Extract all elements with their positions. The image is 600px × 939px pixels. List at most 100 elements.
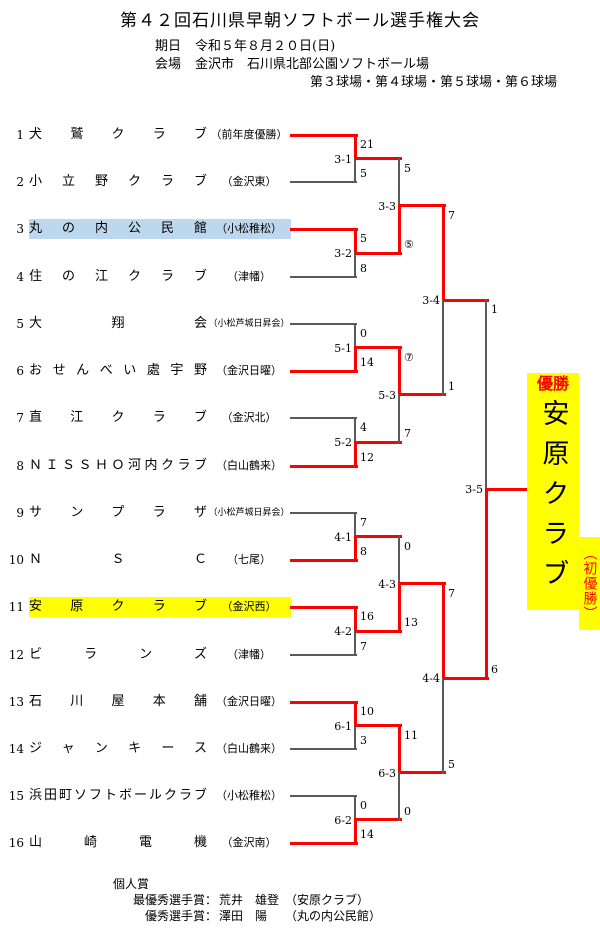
team-entry: サンプラザ（小松芦城日昇会） [29,503,291,523]
team-entry: 石川屋本舗（金沢日曜） [29,692,291,712]
bracket-line [441,204,445,302]
match-score: ⑤ [404,238,414,251]
team-district: （小松稚松） [216,789,282,802]
team-district: （金沢南） [221,836,277,849]
match-score: 1 [491,303,498,317]
match-label: 6-3 [378,766,396,780]
team-name: サンプラザ [29,505,207,520]
individual-awards: 個人賞 最優秀選手賞： 荒井 雄登 （安原クラブ） 優秀選手賞： 澤田 陽 （丸… [113,876,381,924]
match-score: 14 [360,828,374,841]
match-score: 5 [404,161,411,175]
bracket-line [290,748,357,750]
bracket-line [397,582,401,633]
bracket-line [355,440,402,444]
bracket-line [290,605,358,609]
team-name: 住の江クラブ [29,269,207,284]
page-title: 第４２回石川県早朝ソフトボール選手権大会 [120,11,480,31]
venue-fields: 第３球場・第４球場・第５球場・第６球場 [310,75,558,90]
team-district: （小松稚松） [216,222,282,235]
team-district: （七尾） [227,553,271,566]
match-score: 1 [448,379,455,393]
bracket-line [355,251,402,255]
match-label: 4-2 [334,625,352,638]
match-label: 3-4 [422,294,440,308]
award-player: 荒井 雄登 [219,893,280,907]
match-score: 4 [360,421,367,434]
bracket-line [398,157,400,207]
team-district: （小松芦城日昇会） [208,508,290,518]
date-label: 期日 [155,39,182,54]
bracket-line [398,393,400,443]
bracket-line [290,512,357,514]
match-label: 4-1 [334,530,352,544]
team-row: 2 小立野クラブ（金沢東） [4,172,296,192]
match-score: 21 [360,138,374,151]
award-label: 最優秀選手賞： [132,893,217,907]
champion-note: （初優勝） [579,537,600,630]
bracket-line [353,818,357,845]
match-label: 6-1 [334,719,352,733]
match-score: 0 [360,799,367,812]
match-score: 0 [404,539,411,553]
match-label: 3-2 [334,247,352,260]
team-number: 12 [8,648,24,662]
match-score: 14 [360,356,374,369]
match-score: 5 [360,167,367,180]
team-name: 大翔会 [29,316,207,331]
match-score: 16 [360,610,374,623]
bracket-line [355,629,402,633]
match-label: 6-2 [334,813,352,827]
bracket-line [353,700,357,727]
bracket-line [353,535,357,562]
match-label: 5-1 [334,341,352,355]
bracket-line [355,157,402,160]
bracket-line [354,795,356,821]
team-number: 14 [8,742,24,756]
team-entry: 丸の内公民館（小松稚松） [29,219,291,239]
bracket-line [290,464,358,468]
team-district: （白山鶴来） [216,742,282,755]
team-name: 山崎電機 [29,835,207,850]
bracket-line [290,323,357,325]
bracket-line [290,654,357,656]
team-name: 犬鷲クラブ [29,127,207,142]
team-number: 8 [16,459,24,473]
bracket-line [290,558,358,562]
team-entry: 小立野クラブ（金沢東） [29,172,291,192]
champion-label: 優勝 [536,374,569,393]
match-score: 10 [360,705,374,718]
event-meta: 期日 令和５年８月２０日(日) 会場 金沢市 石川県北部公園ソフトボール場 第３… [155,38,557,92]
match-label: 4-3 [378,577,396,591]
team-number: 15 [8,789,24,803]
team-district: （金沢西） [221,600,277,613]
team-entry: 犬鷲クラブ（前年度優勝） [29,125,291,145]
team-district: （白山鶴来） [216,459,282,472]
team-entry: 大翔会（小松芦城日昇会） [29,314,291,334]
bracket-line [355,535,402,538]
bracket-line [290,700,358,704]
bracket-line [290,369,358,373]
team-number: 7 [16,411,24,425]
bracket-line [484,487,488,680]
match-score: ⑦ [404,350,414,364]
bracket-line [399,393,446,397]
team-number: 2 [16,175,24,189]
match-score: 5 [360,232,367,245]
team-number: 1 [16,128,24,142]
team-number: 9 [16,506,24,520]
bracket-line [290,276,357,278]
bracket-line [399,204,446,208]
team-number: 6 [16,364,24,378]
team-name: おせんべい處宇野 [29,363,207,378]
bracket-line [442,299,444,396]
bracket-line [354,252,356,278]
